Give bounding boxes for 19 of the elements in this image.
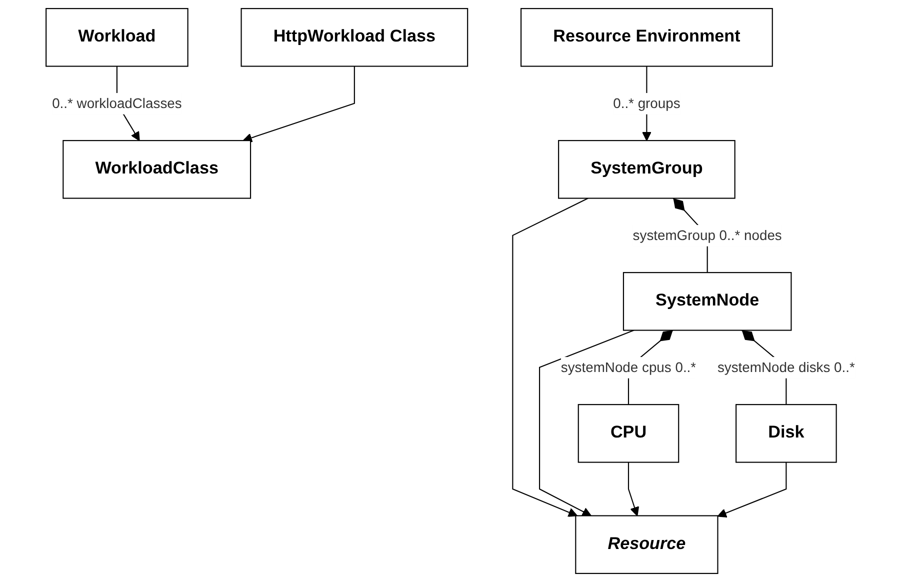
arrow [628, 462, 640, 516]
node-box: HttpWorkload Class [240, 8, 468, 67]
arrow [512, 198, 588, 517]
node-box: Resource [575, 515, 718, 574]
node-box: SystemNode [622, 272, 792, 331]
edge-label: 0..* groups [613, 95, 680, 112]
arrow [539, 330, 634, 516]
edge-label: systemGroup 0..* nodes [632, 227, 782, 244]
node-box: Disk [736, 404, 837, 463]
node-box: Workload [46, 8, 188, 67]
edge-label: 0..* workloadClasses [52, 95, 182, 112]
edge-label: systemNode disks 0..* [717, 359, 855, 376]
arrow [242, 66, 355, 142]
node-box: CPU [578, 404, 680, 463]
node-box: SystemGroup [558, 140, 736, 199]
edge-label: systemNode cpus 0..* [560, 359, 696, 376]
node-box: Resource Environment [520, 8, 773, 67]
arrow [717, 462, 787, 518]
node-box: WorkloadClass [62, 140, 252, 199]
